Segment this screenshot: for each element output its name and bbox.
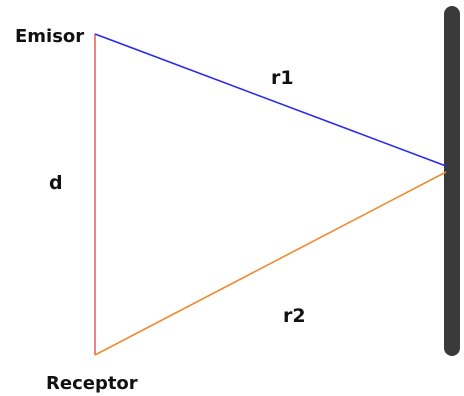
path-two-label: r2 xyxy=(283,305,306,327)
path-two-line xyxy=(94,171,447,356)
path-one-label: r1 xyxy=(271,67,294,89)
receiver-label: Receptor xyxy=(46,373,138,394)
emitter-label: Emisor xyxy=(15,26,84,47)
distance-label: d xyxy=(49,172,63,194)
path-one-line xyxy=(94,33,447,167)
reflecting-wall xyxy=(444,6,460,356)
